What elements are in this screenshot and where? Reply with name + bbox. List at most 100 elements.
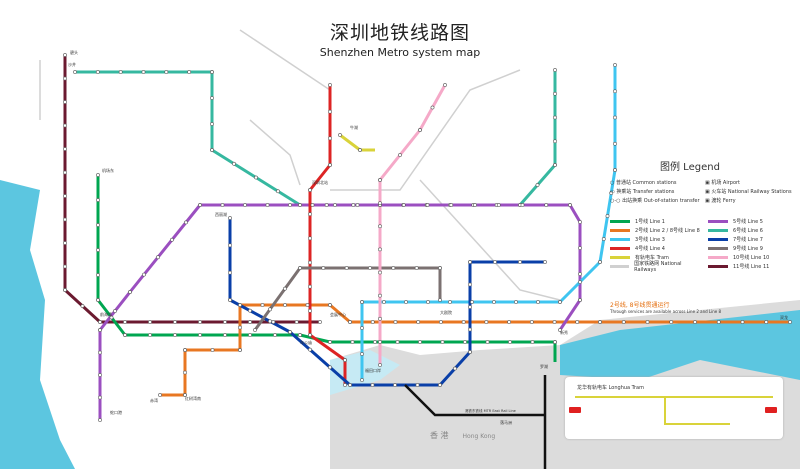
station-dot — [370, 320, 375, 324]
legend-line-label: 9号线 Line 9 — [733, 246, 763, 252]
station-dot — [305, 303, 310, 307]
station-dot — [173, 333, 177, 337]
station-dot — [529, 320, 534, 324]
line-tram — [339, 133, 375, 152]
line-swatch — [610, 238, 630, 241]
station-dot — [254, 175, 258, 180]
station-dot — [158, 393, 162, 397]
station-dot — [382, 300, 386, 304]
line-swatch — [708, 247, 728, 250]
line-3 — [360, 65, 617, 380]
legend-line-item: 有轨电车 Tram — [610, 254, 702, 261]
station-dot — [210, 96, 214, 100]
station-dot — [438, 383, 442, 387]
rail-guangshen — [249, 119, 301, 186]
station-dot — [308, 188, 312, 192]
station-dot — [98, 320, 102, 324]
station-label[interactable]: 沙井 — [68, 62, 76, 67]
rail-southeast — [419, 179, 561, 301]
station-dot — [693, 320, 697, 324]
station-dot — [223, 333, 227, 337]
station-dot — [220, 203, 225, 207]
station-dot — [324, 203, 329, 207]
station-dot — [238, 303, 242, 307]
station-label[interactable]: 西丽湖 — [215, 212, 227, 217]
station-dot — [328, 303, 332, 307]
station-dot — [63, 53, 67, 57]
station-label[interactable]: 大剧院 — [440, 310, 452, 315]
station-dot — [404, 300, 408, 304]
station-dot — [493, 260, 497, 264]
legend-heading: 图例 Legend — [660, 162, 720, 173]
station-dot — [183, 393, 187, 397]
station-dot — [308, 284, 312, 289]
station-dot — [443, 83, 447, 87]
station-dot — [378, 201, 382, 206]
station-dot — [248, 308, 252, 313]
station-dot — [578, 246, 582, 250]
station-dot — [514, 300, 518, 304]
station-label[interactable]: 碧头 — [70, 50, 78, 55]
legend-symbol: ▣ 机场 Airport — [705, 180, 741, 186]
station-dot — [535, 183, 540, 187]
station-dot — [764, 320, 769, 324]
station-label[interactable]: 赤湾 — [150, 398, 158, 403]
station-dot — [740, 320, 745, 324]
station-label[interactable]: 深圳北站 — [312, 180, 328, 185]
station-label[interactable]: 蛇口港 — [110, 410, 122, 415]
station-dot — [268, 319, 272, 324]
station-dot — [360, 300, 364, 304]
station-dot — [401, 203, 406, 207]
station-dot — [187, 70, 192, 74]
legend-line-label: 2号线 Line 2 / 8号线 Line 8 — [635, 228, 700, 234]
station-dot — [288, 330, 292, 334]
station-dot — [308, 260, 312, 265]
station-dot — [453, 366, 457, 371]
station-label[interactable]: 车公庙 — [300, 340, 312, 345]
mtr-east-rail — [404, 384, 545, 417]
station-label[interactable]: 落马洲 — [500, 420, 512, 425]
station-dot — [298, 203, 302, 207]
station-label[interactable]: 前海湾 — [100, 312, 112, 317]
station-dot — [170, 237, 174, 242]
station-label[interactable]: 福田口岸 — [365, 368, 381, 373]
station-label[interactable]: 会展中心 — [330, 312, 346, 317]
station-dot — [440, 340, 445, 344]
station-dot — [63, 100, 67, 104]
line-11 — [63, 55, 320, 324]
station-dot — [468, 282, 472, 287]
station-dot — [378, 339, 382, 344]
station-dot — [63, 217, 67, 222]
station-dot — [238, 325, 242, 330]
station-label[interactable]: 机场东 — [102, 168, 114, 173]
station-dot — [308, 308, 312, 313]
station-dot — [210, 348, 215, 352]
station-dot — [578, 272, 582, 276]
station-label[interactable]: 新秀 — [560, 330, 568, 335]
station-label[interactable]: 牛湖 — [350, 125, 358, 130]
station-dot — [507, 320, 511, 324]
station-dot — [148, 333, 152, 337]
station-dot — [578, 220, 582, 224]
station-label[interactable]: 罗湖 — [540, 364, 548, 369]
station-dot — [414, 266, 419, 270]
legend-symbol: ▭ 换乘站 Transfer stations — [610, 189, 675, 195]
station-dot — [63, 76, 67, 81]
station-dot — [553, 139, 557, 144]
line-swatch — [610, 247, 630, 250]
station-dot — [328, 365, 332, 370]
legend-line-label: 6号线 Line 6 — [733, 228, 763, 234]
station-label[interactable]: 双龙 — [780, 315, 788, 320]
legend-line-label: 5号线 Line 5 — [733, 219, 763, 225]
station-dot — [318, 320, 322, 324]
station-dot — [273, 333, 277, 337]
station-label[interactable]: 红树湾南 — [185, 396, 201, 401]
station-dot — [298, 266, 302, 270]
station-dot — [418, 340, 422, 344]
station-dot — [416, 320, 421, 324]
station-dot — [351, 203, 356, 207]
legend-line-item: 7号线 Line 7 — [708, 236, 800, 243]
station-dot — [288, 203, 292, 207]
station-dot — [80, 304, 85, 308]
station-dot — [223, 320, 227, 324]
